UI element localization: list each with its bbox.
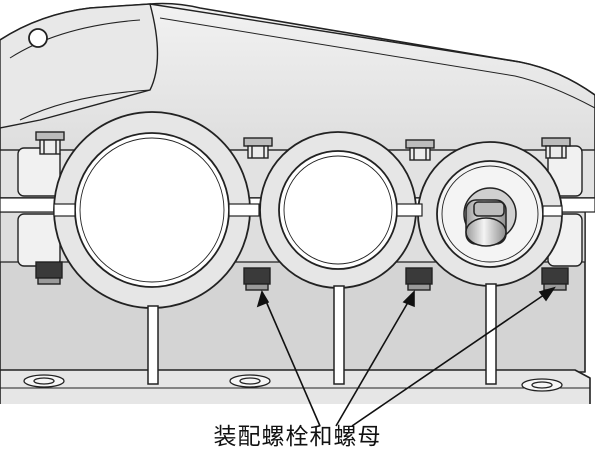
figure-caption: 装配螺栓和螺母 [213, 424, 382, 450]
bolt-head-2 [243, 137, 273, 159]
shaft-end [463, 187, 517, 247]
bolt-head-3 [405, 139, 435, 161]
nut-3 [405, 267, 433, 291]
arrowhead-icon [402, 290, 415, 308]
callout-arrows [256, 286, 556, 427]
bolt-head-4 [541, 137, 571, 159]
bolt-head-1 [35, 131, 65, 155]
bore-split-gaps [53, 203, 563, 217]
callout-arrow-3 [351, 287, 555, 427]
callout-arrow-2 [335, 291, 415, 427]
lifting-hole-icon [28, 28, 48, 48]
arrowhead-icon [256, 290, 270, 308]
support-ribs [147, 283, 497, 385]
bearing-bore-middle [259, 131, 417, 289]
foot-holes [23, 374, 563, 392]
bearing-bore-large [53, 111, 251, 309]
callout-arrow-1 [261, 291, 321, 427]
nut-2 [243, 267, 271, 291]
nut-1 [35, 261, 63, 285]
arrowhead-icon [538, 286, 556, 302]
nut-4 [541, 267, 569, 291]
